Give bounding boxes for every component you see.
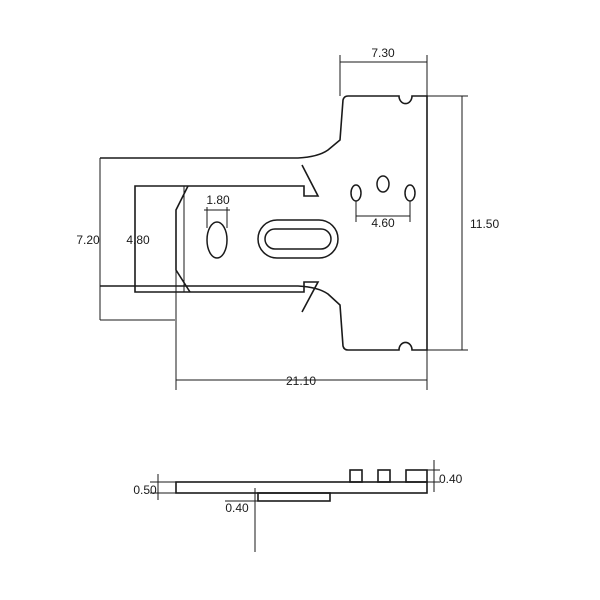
dim-step-thickness-label: 0.40 — [225, 501, 249, 515]
dim-tab-height-label: 0.40 — [439, 472, 463, 486]
side-view: 0.50 0.40 0.40 — [133, 460, 463, 552]
dim-top-width: 7.30 — [339, 46, 428, 96]
oval-hole — [206, 221, 228, 259]
side-tab-right — [405, 469, 428, 483]
dim-top-width-label: 7.30 — [371, 46, 395, 60]
small-hole-center — [376, 175, 390, 193]
dim-tab-height: 0.40 — [427, 460, 463, 492]
dim-hole-spacing: 4.60 — [355, 201, 411, 230]
dim-step-thickness: 0.40 — [225, 488, 258, 552]
side-plate — [175, 481, 428, 494]
small-hole-left — [350, 184, 362, 202]
dim-left-inner-height-label: 4.80 — [126, 233, 150, 247]
dim-left-outer-height: 7.20 — [76, 158, 175, 321]
dim-plate-thickness-label: 0.50 — [133, 483, 157, 497]
dim-hole-width-label: 1.80 — [206, 193, 230, 207]
top-view: 7.30 11.50 7.20 4.80 1.80 — [76, 46, 499, 390]
dim-hole-spacing-label: 4.60 — [371, 216, 395, 230]
side-tab-center — [377, 469, 391, 483]
small-hole-right — [404, 184, 416, 202]
bent-tab — [175, 185, 191, 293]
dim-left-outer-height-label: 7.20 — [76, 233, 100, 247]
dim-right-height: 11.50 — [427, 95, 499, 351]
slot-inner — [264, 228, 332, 250]
side-step — [257, 492, 331, 502]
dim-overall-length: 21.10 — [176, 350, 428, 390]
dim-right-height-label: 11.50 — [470, 217, 499, 231]
dim-overall-length-label: 21.10 — [286, 374, 316, 388]
side-tab-left — [349, 469, 363, 483]
dim-plate-thickness: 0.50 — [133, 474, 176, 500]
dim-left-inner-height: 4.80 — [126, 186, 150, 292]
dim-hole-width: 1.80 — [204, 193, 230, 228]
bracket-outline — [100, 95, 428, 351]
